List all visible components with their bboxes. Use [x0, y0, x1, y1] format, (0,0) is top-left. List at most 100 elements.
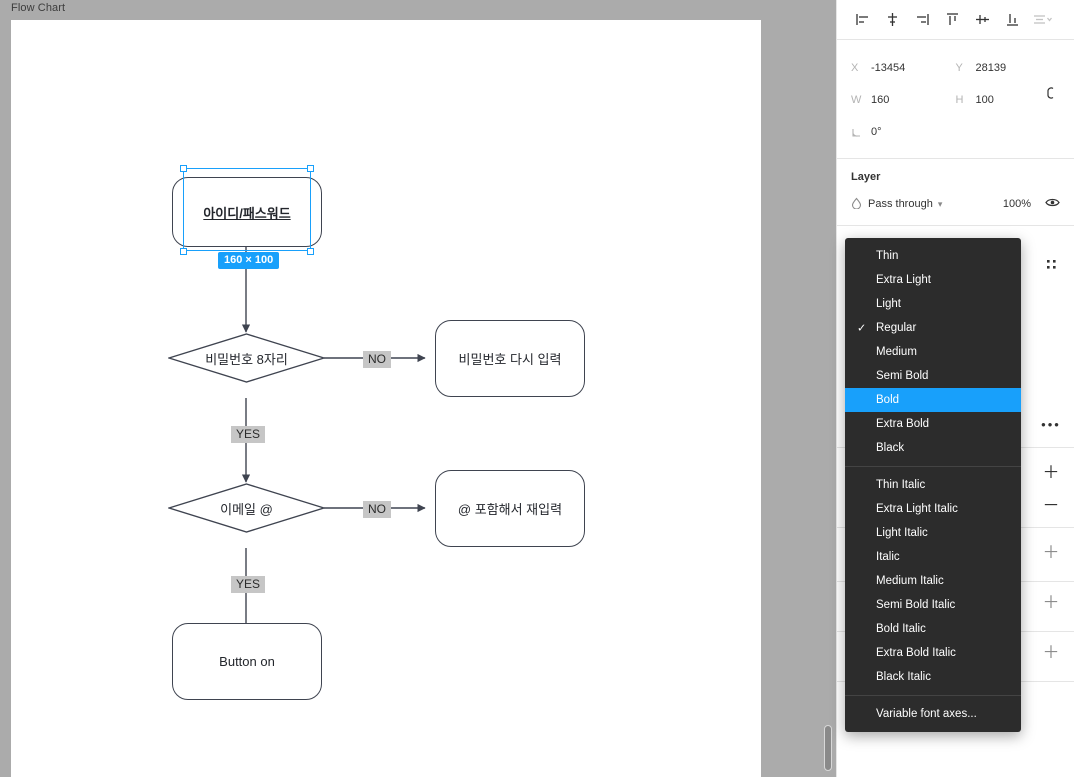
menu-item-variable-font-axes[interactable]: Variable font axes...: [845, 702, 1021, 726]
add-stroke-button[interactable]: ＋: [1042, 542, 1060, 562]
x-field[interactable]: X -13454: [851, 52, 956, 84]
menu-item-light-italic[interactable]: Light Italic: [845, 521, 1021, 545]
menu-item-extra-bold[interactable]: Extra Bold: [845, 412, 1021, 436]
menu-item-label: Semi Bold: [876, 370, 929, 382]
flow-node-decision-password[interactable]: 비밀번호 8자리: [168, 333, 325, 383]
menu-divider: [845, 466, 1021, 467]
selection-size-badge: 160 × 100: [218, 252, 280, 269]
edge-label-no-1: NO: [363, 351, 391, 368]
align-left-icon[interactable]: [847, 5, 877, 35]
menu-item-label: Light: [876, 298, 901, 310]
menu-item-italic[interactable]: Italic: [845, 545, 1021, 569]
flow-node-retry-email[interactable]: @ 포함해서 재입력: [435, 470, 585, 547]
w-label: W: [851, 94, 862, 106]
menu-item-medium-italic[interactable]: Medium Italic: [845, 569, 1021, 593]
menu-item-label: Medium: [876, 346, 917, 358]
menu-item-label: Extra Light: [876, 274, 931, 286]
selection-handle-bottom-right[interactable]: [307, 248, 314, 255]
menu-item-label: Thin Italic: [876, 479, 926, 491]
remove-fill-button[interactable]: －: [1042, 495, 1060, 515]
selection-bounds: [183, 168, 311, 251]
layer-opacity-value[interactable]: 100%: [1002, 198, 1031, 210]
menu-divider: [845, 695, 1021, 696]
selection-handle-top-right[interactable]: [307, 165, 314, 172]
align-horizontal-center-icon[interactable]: [877, 5, 907, 35]
w-value: 160: [871, 94, 890, 106]
align-top-icon[interactable]: [937, 5, 967, 35]
menu-item-semi-bold-italic[interactable]: Semi Bold Italic: [845, 593, 1021, 617]
menu-item-regular[interactable]: ✓ Regular: [845, 316, 1021, 340]
menu-item-label: Extra Bold: [876, 418, 930, 430]
align-right-icon[interactable]: [907, 5, 937, 35]
menu-item-medium[interactable]: Medium: [845, 340, 1021, 364]
menu-item-semi-bold[interactable]: Semi Bold: [845, 364, 1021, 388]
menu-item-label: Extra Light Italic: [876, 503, 958, 515]
font-weight-group: Thin Extra Light Light ✓ Regular Medium …: [845, 244, 1021, 460]
blend-mode-value[interactable]: Pass through: [868, 198, 933, 210]
menu-item-label: Variable font axes...: [876, 708, 977, 720]
flow-node-start[interactable]: 아이디/패스워드: [172, 177, 322, 247]
layer-section-title: Layer: [851, 171, 881, 183]
add-effect-button[interactable]: ＋: [1042, 592, 1060, 612]
flow-connectors: [241, 247, 426, 633]
canvas-page[interactable]: 아이디/패스워드 비밀번호 8자리 비밀번호 다시 입력: [11, 20, 761, 777]
flow-node-button-on[interactable]: Button on: [172, 623, 322, 700]
edge-label-no-2: NO: [363, 501, 391, 518]
font-italic-group: Thin Italic Extra Light Italic Light Ita…: [845, 473, 1021, 689]
menu-item-black[interactable]: Black: [845, 436, 1021, 460]
align-bottom-icon[interactable]: [997, 5, 1027, 35]
menu-item-extra-light-italic[interactable]: Extra Light Italic: [845, 497, 1021, 521]
w-field[interactable]: W 160: [851, 84, 956, 116]
alignment-toolbar: [837, 0, 1074, 40]
y-label: Y: [955, 62, 963, 74]
flow-node-button-on-label: Button on: [219, 654, 275, 669]
menu-item-black-italic[interactable]: Black Italic: [845, 665, 1021, 689]
angle-icon: [851, 127, 871, 138]
transform-section: X -13454 Y 28139 W 160 H 100: [837, 40, 1074, 159]
flow-node-retry-password-label: 비밀번호 다시 입력: [458, 352, 562, 367]
add-export-button[interactable]: ＋: [1042, 642, 1060, 662]
menu-item-extra-bold-italic[interactable]: Extra Bold Italic: [845, 641, 1021, 665]
add-fill-button[interactable]: ＋: [1042, 462, 1060, 482]
rotation-value: 0°: [871, 126, 882, 138]
menu-item-label: Semi Bold Italic: [876, 599, 956, 611]
menu-item-bold[interactable]: Bold: [845, 388, 1021, 412]
menu-item-thin-italic[interactable]: Thin Italic: [845, 473, 1021, 497]
flow-node-decision-email-label: 이메일 @: [220, 501, 273, 517]
menu-item-light[interactable]: Light: [845, 292, 1021, 316]
x-value: -13454: [871, 62, 906, 74]
align-vertical-center-icon[interactable]: [967, 5, 997, 35]
h-value: 100: [975, 94, 994, 106]
rotation-field[interactable]: 0°: [851, 116, 956, 148]
selection-handle-top-left[interactable]: [180, 165, 187, 172]
more-options-icon[interactable]: •••: [1041, 416, 1061, 432]
grid-dots-icon[interactable]: [1040, 253, 1062, 275]
menu-item-label: Bold Italic: [876, 623, 926, 635]
y-field[interactable]: Y 28139: [956, 52, 1061, 84]
font-style-dropdown-menu[interactable]: Thin Extra Light Light ✓ Regular Medium …: [845, 238, 1021, 732]
h-field[interactable]: H 100: [956, 84, 1061, 116]
selection-handle-bottom-left[interactable]: [180, 248, 187, 255]
menu-item-bold-italic[interactable]: Bold Italic: [845, 617, 1021, 641]
constrain-proportions-icon[interactable]: [1042, 84, 1060, 102]
blend-mode-icon: [851, 197, 862, 212]
menu-item-label: Regular: [876, 322, 917, 334]
flow-node-decision-email[interactable]: 이메일 @: [168, 483, 325, 533]
canvas-vertical-scrollbar[interactable]: [824, 725, 832, 771]
distribute-icon[interactable]: [1027, 5, 1057, 35]
menu-item-label: Black: [876, 442, 905, 454]
flowchart: 아이디/패스워드 비밀번호 8자리 비밀번호 다시 입력: [11, 20, 761, 777]
edge-label-yes-2: YES: [231, 576, 266, 593]
menu-item-label: Bold: [876, 394, 900, 406]
flow-node-retry-password[interactable]: 비밀번호 다시 입력: [435, 320, 585, 397]
menu-item-label: Black Italic: [876, 671, 931, 683]
diamond-shape-icon: [168, 483, 325, 533]
canvas-area[interactable]: Flow Chart: [0, 0, 836, 777]
visibility-eye-icon[interactable]: [1045, 197, 1060, 211]
flow-node-start-label: 아이디/패스워드: [203, 205, 291, 221]
diamond-shape-icon: [168, 333, 325, 383]
menu-item-label: Thin: [876, 250, 899, 262]
menu-item-extra-light[interactable]: Extra Light: [845, 268, 1021, 292]
menu-item-thin[interactable]: Thin: [845, 244, 1021, 268]
chevron-down-icon[interactable]: ▾: [937, 198, 943, 209]
